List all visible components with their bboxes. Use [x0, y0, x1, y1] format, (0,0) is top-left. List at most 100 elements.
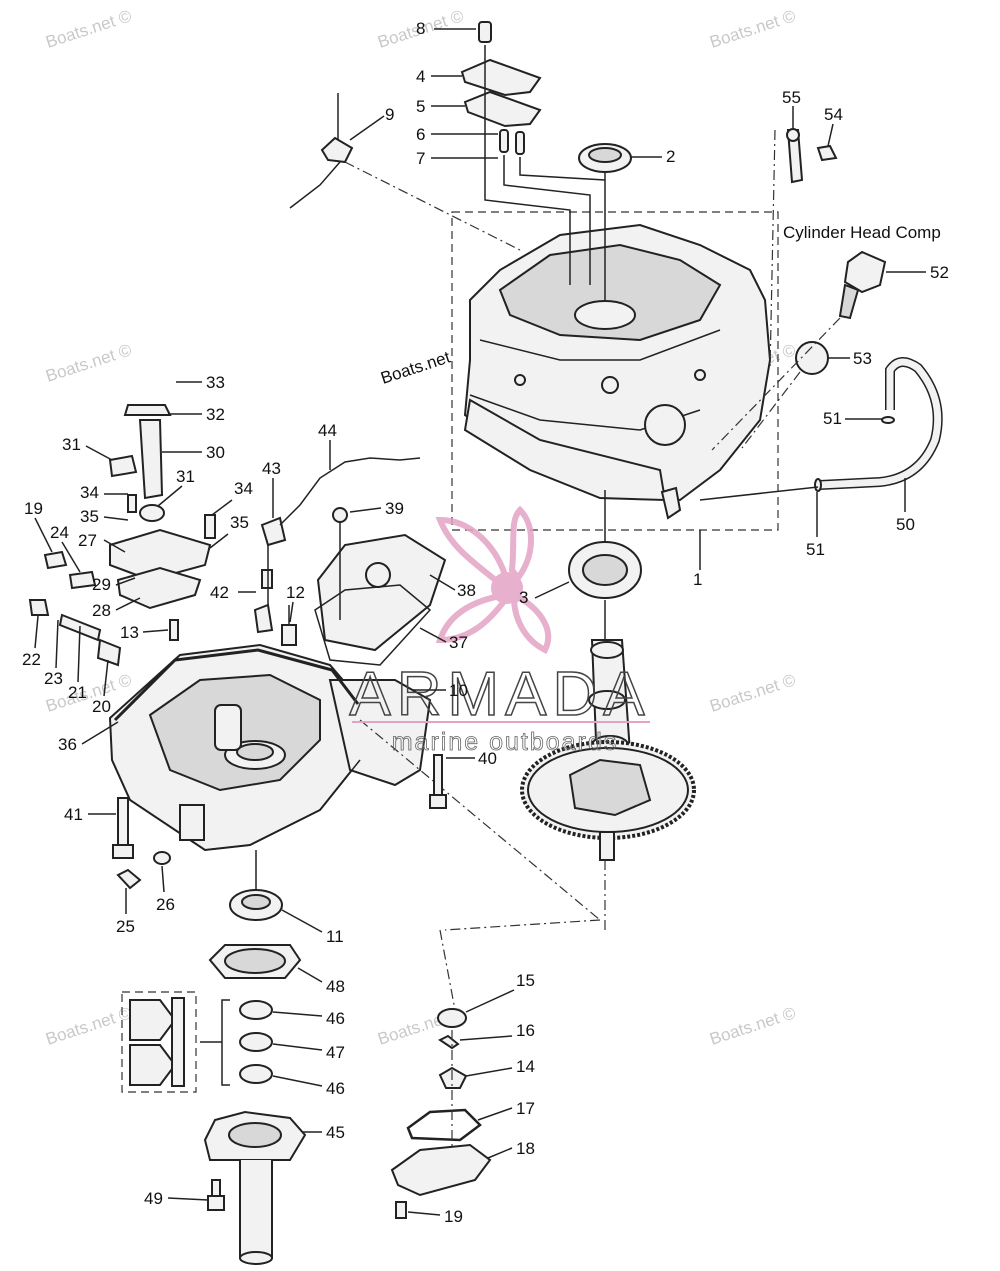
part-pump-cover	[390, 1008, 492, 1219]
watermark: Boats.net ©	[707, 6, 798, 52]
part-sensor	[253, 457, 421, 646]
callout-35: 35	[80, 507, 99, 526]
callout-31b: 31	[176, 467, 195, 486]
callout-24: 24	[50, 523, 69, 542]
callout-13: 13	[120, 623, 139, 642]
part-oil-cap	[711, 250, 887, 451]
callout-52: 52	[930, 263, 949, 282]
callout-49: 49	[144, 1189, 163, 1208]
detail-inset	[121, 991, 197, 1093]
part-cover-plate	[460, 21, 606, 285]
watermark: Boats.net ©	[707, 1003, 798, 1049]
part-seal	[229, 850, 283, 921]
callout-40: 40	[478, 749, 497, 768]
callout-20: 20	[92, 697, 111, 716]
part-oil-seal	[578, 143, 632, 300]
callout-14: 14	[516, 1057, 535, 1076]
callout-46b: 46	[326, 1079, 345, 1098]
watermark: Boats.net ©	[43, 1003, 134, 1049]
callout-35b: 35	[230, 513, 249, 532]
callout-55: 55	[782, 88, 801, 107]
callout-45: 45	[326, 1123, 345, 1142]
callout-34: 34	[80, 483, 99, 502]
callout-44: 44	[318, 421, 337, 440]
part-bolt	[207, 1179, 225, 1211]
callout-28: 28	[92, 601, 111, 620]
callout-41: 41	[64, 805, 83, 824]
propeller-icon	[435, 505, 552, 655]
leader-dash	[439, 929, 456, 1011]
callout-42: 42	[210, 583, 229, 602]
callout-37: 37	[449, 633, 468, 652]
callout-8: 8	[416, 19, 425, 38]
callout-23: 23	[44, 669, 63, 688]
callout-25: 25	[116, 917, 135, 936]
head-group-box	[451, 211, 779, 531]
watermark: Boats.net ©	[43, 6, 134, 52]
callout-27: 27	[78, 531, 97, 550]
part-plate	[314, 507, 447, 666]
callout-30: 30	[206, 443, 225, 462]
callout-54: 54	[824, 105, 843, 124]
callout-47: 47	[326, 1043, 345, 1062]
callout-10: 10	[449, 681, 468, 700]
part-screw	[116, 851, 171, 890]
callout-21: 21	[68, 683, 87, 702]
callout-50: 50	[896, 515, 915, 534]
callout-33: 33	[206, 373, 225, 392]
callout-51b: 51	[806, 540, 825, 559]
callout-9: 9	[385, 105, 394, 124]
callout-4: 4	[416, 67, 425, 86]
callout-7: 7	[416, 149, 425, 168]
callout-6: 6	[416, 125, 425, 144]
part-bracket	[769, 128, 838, 371]
leader-dash	[359, 719, 601, 921]
callout-46: 46	[326, 1009, 345, 1028]
callout-1: 1	[693, 570, 702, 589]
brand-name: ARMADA	[349, 660, 650, 729]
callout-48: 48	[326, 977, 345, 996]
callout-51: 51	[823, 409, 842, 428]
site-mark: Boats.net	[378, 347, 452, 387]
cylinder-head	[463, 223, 772, 502]
callout-34b: 34	[234, 479, 253, 498]
part-hose	[660, 357, 943, 520]
callout-31: 31	[62, 435, 81, 454]
callout-2: 2	[666, 147, 675, 166]
part-bolt	[429, 754, 447, 809]
callout-17: 17	[516, 1099, 535, 1118]
callout-29: 29	[92, 575, 111, 594]
callout-39: 39	[385, 499, 404, 518]
callout-15: 15	[516, 971, 535, 990]
part-gasket	[113, 648, 360, 722]
callout-3: 3	[519, 588, 528, 607]
callout-43: 43	[262, 459, 281, 478]
callout-19b: 19	[444, 1207, 463, 1226]
callout-32: 32	[206, 405, 225, 424]
callout-19: 19	[24, 499, 43, 518]
part-o-ring-plate	[208, 944, 302, 979]
part-clamp	[289, 93, 521, 251]
callout-38: 38	[457, 581, 476, 600]
callout-53: 53	[853, 349, 872, 368]
callout-26: 26	[156, 895, 175, 914]
callout-11: 11	[326, 927, 344, 946]
part-seals-stack	[200, 999, 273, 1086]
brand-subtitle: marine outboards	[392, 728, 619, 756]
callout-12: 12	[286, 583, 305, 602]
leader-dash	[444, 919, 601, 931]
crankcase	[108, 643, 432, 852]
armada-logo: ARMADA marine outboards	[349, 505, 650, 756]
callout-22: 22	[22, 650, 41, 669]
callout-36: 36	[58, 735, 77, 754]
watermark: Boats.net ©	[43, 340, 134, 386]
part-camshaft-gear	[520, 600, 696, 930]
part-bolt	[112, 797, 134, 859]
watermark: Boats.net ©	[707, 670, 798, 716]
cylinder-head-comp-label: Cylinder Head Comp	[783, 223, 941, 242]
callout-16: 16	[516, 1021, 535, 1040]
callouts: 8 4 5 6 7 9 2 55 54 52 53 51 51 50 1 3 3…	[22, 19, 949, 1226]
part-bearing	[568, 490, 642, 599]
part-housing	[203, 1110, 307, 1265]
